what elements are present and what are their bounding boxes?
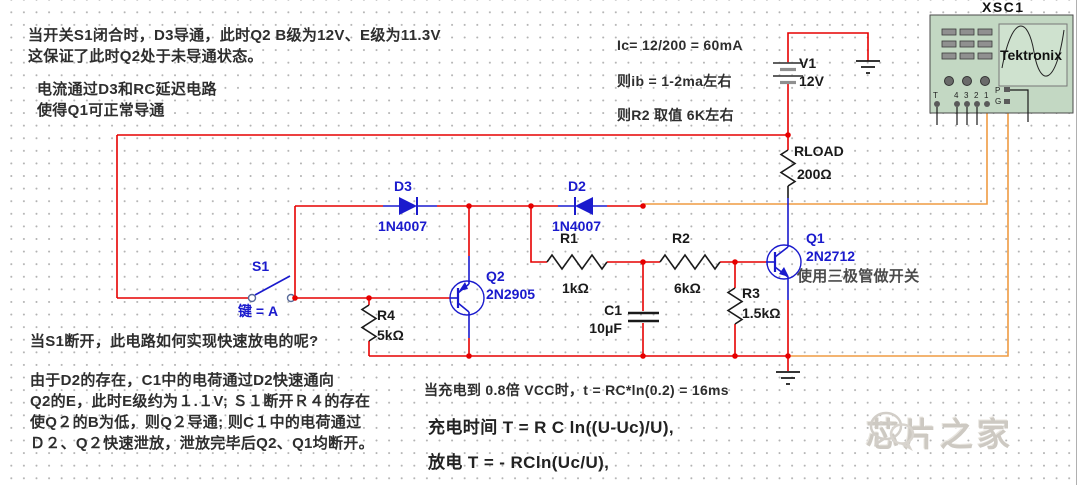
note-formula-discharge: 放电 T = - RCln(Uc/U),	[428, 453, 610, 472]
label-r2-value[interactable]: 6kΩ	[674, 280, 701, 296]
label-r1-value[interactable]: 1kΩ	[562, 280, 589, 296]
label-rload-ref[interactable]: RLOAD	[794, 143, 844, 159]
ground-v1[interactable]	[856, 60, 880, 74]
label-v1-value[interactable]: 12V	[799, 73, 825, 89]
resistor-r2[interactable]	[659, 253, 721, 271]
pin-label-2: 2	[974, 91, 979, 100]
diode-d2[interactable]	[558, 197, 607, 215]
pin-label-1: 1	[984, 91, 989, 100]
scope-buttons[interactable]	[941, 28, 993, 60]
oscilloscope-xsc1[interactable]: Tektronix T 4 3 2 1 P G	[929, 14, 1074, 125]
wechat-icon	[869, 411, 915, 452]
label-rload-value[interactable]: 200Ω	[797, 166, 832, 182]
label-d3-value[interactable]: 1N4007	[378, 218, 427, 234]
resistor-r3[interactable]	[726, 287, 744, 325]
label-q2-ref[interactable]: Q2	[486, 268, 505, 284]
junction-dots	[292, 132, 791, 359]
pin-label-4: 4	[954, 91, 959, 100]
label-c1-value[interactable]: 10μF	[589, 320, 622, 336]
label-q1-ref[interactable]: Q1	[806, 230, 825, 246]
note-delay-line2: 使得Q1可正常导通	[37, 102, 165, 119]
sine-wave-icon	[1001, 25, 1065, 77]
label-xsc1-ref[interactable]: XSC1	[982, 0, 1025, 15]
capacitor-c1[interactable]	[628, 311, 659, 323]
label-v1-ref[interactable]: V1	[799, 55, 816, 71]
label-d2-ref[interactable]: D2	[568, 178, 586, 194]
label-r4-ref[interactable]: R4	[377, 307, 395, 323]
label-c1-ref[interactable]: C1	[604, 302, 622, 318]
pin-label-3: 3	[964, 91, 969, 100]
resistor-rload[interactable]	[779, 149, 797, 198]
scope-brand: Tektronix	[1000, 47, 1062, 63]
window-edge	[1076, 0, 1077, 485]
transistor-q1[interactable]	[766, 198, 802, 300]
scope-knobs[interactable]	[944, 76, 990, 86]
note-s1-closed-line2: 这保证了此时Q2处于未导通状态。	[28, 48, 263, 65]
resistor-r1[interactable]	[546, 253, 608, 271]
label-r3-ref[interactable]: R3	[742, 285, 760, 301]
diode-d3[interactable]	[383, 197, 437, 215]
label-r4-value[interactable]: 5kΩ	[377, 327, 404, 343]
pin-label-g: G	[995, 97, 1001, 106]
note-q1-switch: 使用三极管做开关	[797, 268, 920, 285]
note-charge-time: 当充电到 0.8倍 VCC时，t = RC*ln(0.2) = 16ms	[424, 382, 729, 398]
label-r2-ref[interactable]: R2	[672, 230, 690, 246]
note-discharge-p2: Q2的E，此时E级约为１.１V; Ｓ１断开Ｒ４的存在	[30, 393, 371, 410]
wire-net-red[interactable]	[116, 32, 869, 371]
note-calc-r2: 则R2 取值 6K左右	[617, 107, 734, 123]
note-calc-ic: Ic= 12/200 = 60mA	[617, 37, 743, 53]
label-q2-value[interactable]: 2N2905	[486, 286, 535, 302]
label-r1-ref[interactable]: R1	[560, 230, 578, 246]
scope-screen: Tektronix	[998, 23, 1068, 87]
transistor-q2[interactable]	[449, 256, 485, 338]
note-calc-ib: 则ib = 1-2ma左右	[617, 73, 732, 89]
note-s1-closed-line1: 当开关S1闭合时，D3导通，此时Q2 B级为12V、E级为11.3V	[28, 27, 441, 44]
pin-label-p: P	[995, 86, 1000, 95]
label-q1-value[interactable]: 2N2712	[806, 248, 855, 264]
note-discharge-p3: 使Q２的B为低，则Q２导通; 则C１中的电荷通过	[30, 414, 362, 431]
label-s1-ref[interactable]: S1	[252, 258, 269, 274]
label-r3-value[interactable]: 1.5kΩ	[742, 305, 780, 321]
note-delay-line1: 电流通过D3和RC延迟电路	[37, 81, 217, 98]
label-d2-value[interactable]: 1N4007	[552, 218, 601, 234]
note-discharge-question: 当S1断开，此电路如何实现快速放电的呢?	[30, 333, 319, 350]
switch-s1[interactable]	[247, 275, 296, 303]
wire-net-orange[interactable]	[643, 103, 1009, 357]
note-formula-charge: 充电时间 T = R C ln((U-Uc)/U),	[428, 418, 675, 437]
ground-emitter[interactable]	[776, 371, 800, 385]
pin-label-t: T	[933, 91, 938, 100]
resistor-r4[interactable]	[360, 304, 378, 342]
label-s1-key[interactable]: 键 = A	[237, 303, 278, 319]
watermark: 芯片之家	[866, 408, 1014, 456]
note-discharge-p1: 由于D2的存在，C1中的电荷通过D2快速通向	[30, 372, 335, 389]
label-d3-ref[interactable]: D3	[394, 178, 412, 194]
battery-v1[interactable]	[773, 62, 803, 85]
scope-pins[interactable]: T 4 3 2 1 P G	[933, 86, 1029, 125]
note-discharge-p4: Ｄ２、Q２快速泄放，泄放完毕后Q2、Q1均断开。	[30, 435, 374, 452]
